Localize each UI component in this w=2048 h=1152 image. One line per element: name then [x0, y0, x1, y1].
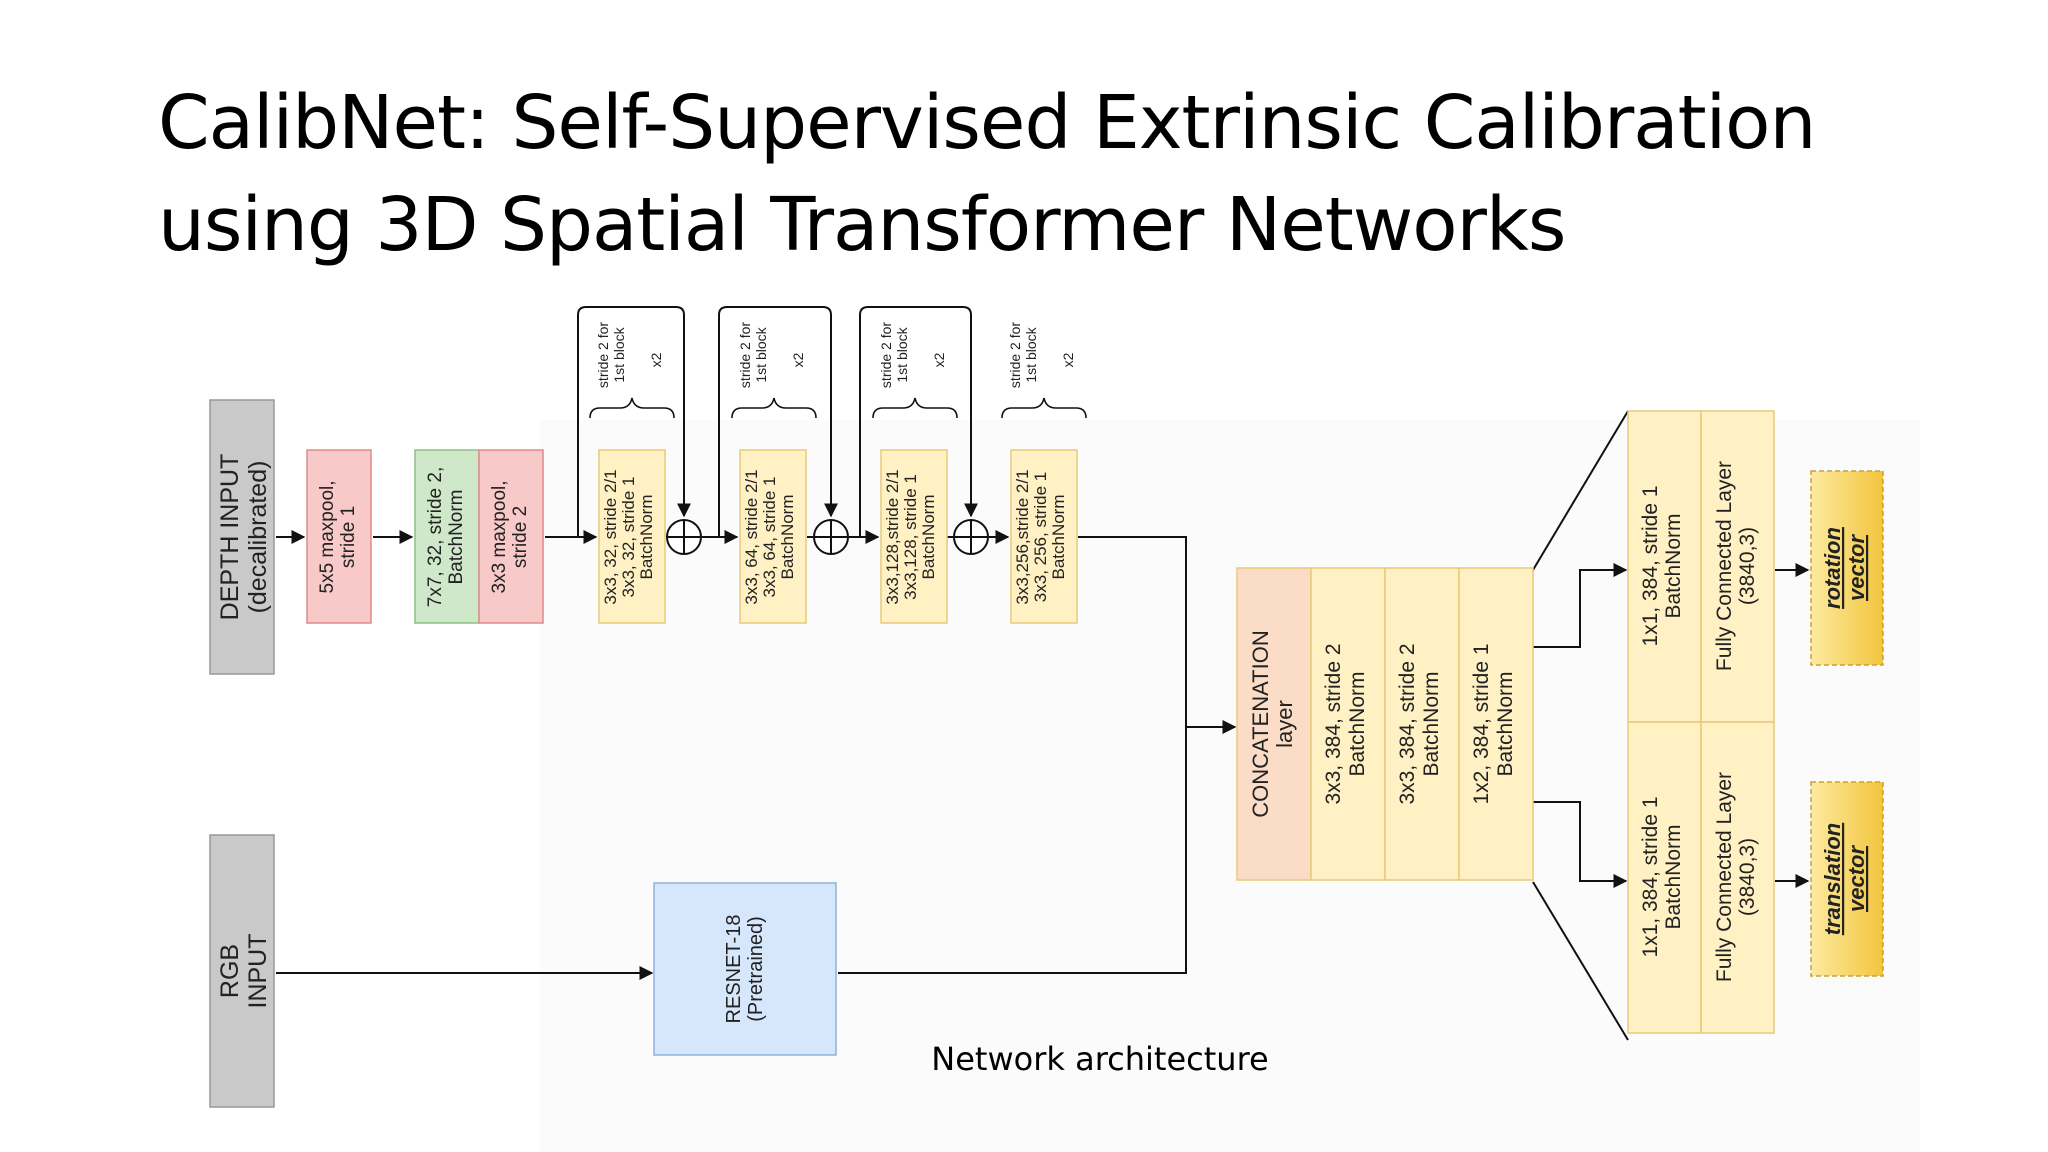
maxpool-1-line-1: 5x5 maxpool,	[317, 480, 338, 593]
fusion-conv-3-line-1: 1x2, 384, stride 1	[1470, 643, 1493, 804]
fusion-conv-1: 3x3, 384, stride 2 BatchNorm	[1310, 567, 1386, 881]
title-line-1: CalibNet: Self-Supervised Extrinsic Cali…	[158, 80, 1816, 166]
depth-input-label-2: (decalibrated)	[244, 461, 272, 614]
fusion-conv-3-line-2: BatchNorm	[1494, 671, 1517, 776]
res-block-4: 3x3,256,stride 2/1 3x3, 256, stride 1 Ba…	[1010, 449, 1078, 624]
brace-note-3-line-1: stride 2 for	[878, 322, 894, 388]
sum-node-1	[666, 519, 702, 555]
res-block-3-line-1: 3x3,128,stride 2/1	[883, 469, 902, 604]
res-block-3-line-3: BatchNorm	[919, 494, 938, 579]
maxpool-2-line-2: stride 2	[510, 506, 531, 568]
res-block-4-line-3: BatchNorm	[1049, 494, 1068, 579]
conv-block-1: 7x7, 32, stride 2, BatchNorm	[414, 449, 480, 624]
brace-repeat-1: x2	[648, 352, 664, 367]
rgb-input-label-1: RGB	[216, 944, 244, 998]
title-line-2: using 3D Spatial Transformer Networks	[158, 182, 1566, 268]
sum-node-3	[953, 519, 989, 555]
translation-head: 1x1, 384, stride 1 BatchNorm Fully Conne…	[1627, 721, 1775, 1034]
concat-line-2: layer	[1272, 700, 1297, 748]
figure-caption: Network architecture	[931, 1040, 1269, 1078]
sum-node-2	[813, 519, 849, 555]
fusion-conv-1-line-1: 3x3, 384, stride 2	[1322, 643, 1345, 804]
brace-note-2: stride 2 for 1st block x2	[737, 322, 806, 388]
res-block-2: 3x3, 64, stride 2/1 3x3, 64, stride 1 Ba…	[739, 449, 807, 624]
res-block-2-line-2: 3x3, 64, stride 1	[760, 477, 779, 598]
concat-line-1: CONCATENATION	[1248, 630, 1273, 817]
conv-1-line-1: 7x7, 32, stride 2,	[425, 467, 446, 607]
brace-note-2-line-1: stride 2 for	[737, 322, 753, 388]
resnet-line-1: RESNET-18	[723, 915, 745, 1024]
brace-note-4: stride 2 for 1st block x2	[1007, 322, 1076, 388]
resnet-block: RESNET-18 (Pretrained)	[653, 882, 837, 1056]
brace-note-2-line-2: 1st block	[753, 326, 769, 382]
rotation-conv-line-1: 1x1, 384, stride 1	[1639, 485, 1662, 646]
res-block-4-line-2: 3x3, 256, stride 1	[1031, 472, 1050, 602]
rotation-output-line-1: rotation	[1820, 527, 1845, 609]
rotation-head: 1x1, 384, stride 1 BatchNorm Fully Conne…	[1627, 410, 1775, 723]
translation-fc-line-2: (3840,3)	[1736, 838, 1759, 916]
fusion-conv-1-line-2: BatchNorm	[1346, 671, 1369, 776]
brace-note-1-line-2: 1st block	[611, 326, 627, 382]
maxpool-1-line-2: stride 1	[338, 506, 359, 568]
brace-repeat-4: x2	[1060, 352, 1076, 367]
fusion-conv-3: 1x2, 384, stride 1 BatchNorm	[1458, 567, 1534, 881]
res-block-2-line-3: BatchNorm	[778, 494, 797, 579]
rotation-conv-line-2: BatchNorm	[1662, 513, 1685, 618]
braces	[589, 397, 1087, 419]
res-block-2-line-1: 3x3, 64, stride 2/1	[742, 469, 761, 604]
connections	[276, 306, 1810, 1041]
rotation-fc-line-2: (3840,3)	[1736, 527, 1759, 605]
brace-note-1-line-1: stride 2 for	[595, 322, 611, 388]
rgb-input-label-2: INPUT	[244, 934, 272, 1009]
res-block-3-line-2: 3x3,128, stride 1	[901, 474, 920, 600]
translation-conv-line-2: BatchNorm	[1662, 824, 1685, 929]
resnet-line-2: (Pretrained)	[745, 916, 767, 1022]
rotation-fc-line-1: Fully Connected Layer	[1713, 461, 1736, 671]
rotation-output-line-2: vector	[1844, 534, 1869, 601]
res-block-1-line-2: 3x3, 32, stride 1	[619, 477, 638, 598]
conv-1-line-2: BatchNorm	[446, 489, 467, 584]
maxpool-block-2: 3x3 maxpool, stride 2	[478, 449, 544, 624]
res-block-1-line-1: 3x3, 32, stride 2/1	[601, 469, 620, 604]
brace-annotations: stride 2 for 1st block x2 stride 2 for 1…	[595, 322, 1076, 388]
translation-conv-line-1: 1x1, 384, stride 1	[1639, 796, 1662, 957]
sum-nodes	[666, 519, 989, 555]
rotation-output: rotation vector	[1810, 470, 1884, 666]
res-block-1: 3x3, 32, stride 2/1 3x3, 32, stride 1 Ba…	[598, 449, 666, 624]
concat-block: CONCATENATION layer	[1236, 567, 1312, 881]
slide-title: CalibNet: Self-Supervised Extrinsic Cali…	[158, 72, 2008, 276]
res-block-3: 3x3,128,stride 2/1 3x3,128, stride 1 Bat…	[880, 449, 948, 624]
brace-note-4-line-2: 1st block	[1023, 326, 1039, 382]
rgb-input-block: RGB INPUT	[209, 834, 275, 1108]
translation-output-line-2: vector	[1844, 845, 1869, 912]
brace-note-4-line-1: stride 2 for	[1007, 322, 1023, 388]
brace-note-3-line-2: 1st block	[894, 326, 910, 382]
brace-note-3: stride 2 for 1st block x2	[878, 322, 947, 388]
fusion-conv-2: 3x3, 384, stride 2 BatchNorm	[1384, 567, 1460, 881]
brace-repeat-2: x2	[790, 352, 806, 367]
fusion-conv-2-line-2: BatchNorm	[1420, 671, 1443, 776]
maxpool-2-line-1: 3x3 maxpool,	[489, 480, 510, 593]
translation-fc-line-1: Fully Connected Layer	[1713, 772, 1736, 982]
maxpool-block-1: 5x5 maxpool, stride 1	[306, 449, 372, 624]
res-block-1-line-3: BatchNorm	[637, 494, 656, 579]
translation-output: translation vector	[1810, 781, 1884, 977]
translation-output-line-1: translation	[1820, 823, 1845, 935]
res-block-4-line-1: 3x3,256,stride 2/1	[1013, 469, 1032, 604]
depth-input-label-1: DEPTH INPUT	[216, 454, 244, 621]
fusion-conv-2-line-1: 3x3, 384, stride 2	[1396, 643, 1419, 804]
depth-input-block: DEPTH INPUT (decalibrated)	[209, 399, 275, 675]
brace-note-1: stride 2 for 1st block x2	[595, 322, 664, 388]
brace-repeat-3: x2	[931, 352, 947, 367]
